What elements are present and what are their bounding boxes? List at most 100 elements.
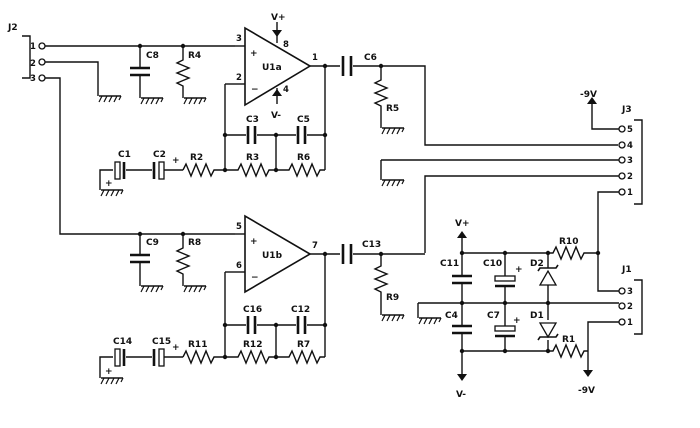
c2-label: C2 xyxy=(153,150,166,160)
u1a-vminus: V- xyxy=(271,111,281,121)
opamp-u1b: U1b + − 5 6 7 xyxy=(235,214,318,294)
resistor-r10: R10 xyxy=(548,237,598,261)
svg-text:3: 3 xyxy=(236,34,242,44)
resistor-r12: R12 xyxy=(225,340,276,365)
svg-text:−: − xyxy=(251,85,259,95)
svg-text:4: 4 xyxy=(627,141,633,151)
svg-text:1: 1 xyxy=(627,318,633,328)
svg-text:3: 3 xyxy=(627,287,633,297)
svg-text:+: + xyxy=(105,179,113,189)
j2-pin3: 3 xyxy=(30,74,36,84)
capacitor-c12: C12 xyxy=(291,305,310,334)
svg-text:+: + xyxy=(250,237,258,247)
r9-label: R9 xyxy=(386,293,399,303)
resistor-r3: R3 xyxy=(225,153,276,178)
svg-text:+: + xyxy=(172,343,180,353)
psu-vminus: V- xyxy=(456,390,466,400)
capacitor-c3: C3 xyxy=(246,115,259,144)
j2-pin2: 2 xyxy=(30,59,36,69)
d2-label: D2 xyxy=(530,259,544,269)
j2-label: J2 xyxy=(7,23,18,33)
j2-pin1: 1 xyxy=(30,42,36,52)
capacitor-c8: C8 xyxy=(130,46,164,105)
d1-label: D1 xyxy=(530,311,544,321)
c1-label: C1 xyxy=(118,150,131,160)
capacitor-c7: C7 + xyxy=(487,303,521,351)
zener-d1: D1 xyxy=(530,303,559,351)
svg-text:2: 2 xyxy=(627,172,633,182)
svg-text:2: 2 xyxy=(236,73,242,83)
c16-label: C16 xyxy=(243,305,262,315)
resistor-r2: R2 xyxy=(182,153,225,178)
resistor-r11: R11 xyxy=(182,340,225,365)
resistor-r4: R4 xyxy=(175,46,207,105)
r2-label: R2 xyxy=(190,153,203,163)
capacitor-c1: C1 xyxy=(114,150,131,180)
r7-label: R7 xyxy=(297,340,310,350)
psu-neg9v: -9V xyxy=(578,386,595,396)
c15-label: C15 xyxy=(152,337,171,347)
c5-label: C5 xyxy=(297,115,310,125)
svg-text:7: 7 xyxy=(312,241,318,251)
connector-j3: J3 5 4 3 2 1 xyxy=(618,105,643,205)
capacitor-c10: C10 + xyxy=(483,253,523,303)
capacitor-c2: C2 + xyxy=(152,150,180,180)
j1-label: J1 xyxy=(621,265,632,275)
svg-text:1: 1 xyxy=(627,188,633,198)
capacitor-c6: C6 xyxy=(341,53,377,76)
c9-label: C9 xyxy=(146,238,159,248)
c11-label: C11 xyxy=(440,259,459,269)
svg-text:5: 5 xyxy=(236,222,242,232)
c4-label: C4 xyxy=(445,311,458,321)
capacitor-c14: C14 xyxy=(113,337,132,367)
u1b-label: U1b xyxy=(262,251,283,261)
svg-text:+: + xyxy=(250,49,258,59)
svg-text:8: 8 xyxy=(283,40,289,50)
u1a-vplus: V+ xyxy=(271,13,286,23)
svg-text:−: − xyxy=(251,273,259,283)
zener-d2: D2 xyxy=(530,253,559,303)
resistor-r5: R5 xyxy=(373,66,405,135)
svg-text:1: 1 xyxy=(312,53,318,63)
c7-label: C7 xyxy=(487,311,500,321)
psu-vplus: V+ xyxy=(455,219,470,229)
r12-label: R12 xyxy=(243,340,262,350)
svg-text:+: + xyxy=(172,156,180,166)
c14-label: C14 xyxy=(113,337,132,347)
resistor-r8: R8 xyxy=(175,234,207,293)
j3-label: J3 xyxy=(621,105,632,115)
svg-text:+: + xyxy=(105,367,113,377)
svg-text:4: 4 xyxy=(283,85,289,95)
capacitor-c16: C16 xyxy=(243,305,262,334)
capacitor-c4: C4 xyxy=(445,303,472,351)
r6-label: R6 xyxy=(297,153,310,163)
svg-text:3: 3 xyxy=(627,156,633,166)
j3-neg9v: -9V xyxy=(580,90,597,100)
resistor-r7: R7 xyxy=(276,340,325,365)
c10-label: C10 xyxy=(483,259,502,269)
c3-label: C3 xyxy=(246,115,259,125)
svg-text:5: 5 xyxy=(627,125,633,135)
r10-label: R10 xyxy=(559,237,578,247)
capacitor-c9: C9 xyxy=(130,234,164,293)
resistor-r1: R1 xyxy=(548,335,588,359)
svg-text:+: + xyxy=(515,265,523,275)
connector-j2: J2 1 2 3 xyxy=(7,23,46,84)
resistor-r9: R9 xyxy=(373,254,405,322)
connector-j1: J1 3 2 1 xyxy=(618,265,643,335)
r3-label: R3 xyxy=(246,153,259,163)
resistor-r6: R6 xyxy=(276,153,325,178)
capacitor-c5: C5 xyxy=(296,115,310,144)
r11-label: R11 xyxy=(188,340,207,350)
capacitor-c11: C11 xyxy=(440,253,472,303)
c8-label: C8 xyxy=(146,51,159,61)
r5-label: R5 xyxy=(386,104,399,114)
r1-label: R1 xyxy=(562,335,575,345)
r4-label: R4 xyxy=(188,51,201,61)
svg-text:6: 6 xyxy=(236,261,242,271)
u1a-label: U1a xyxy=(262,63,282,73)
svg-text:+: + xyxy=(513,316,521,326)
svg-text:2: 2 xyxy=(627,302,633,312)
c6-label: C6 xyxy=(364,53,377,63)
